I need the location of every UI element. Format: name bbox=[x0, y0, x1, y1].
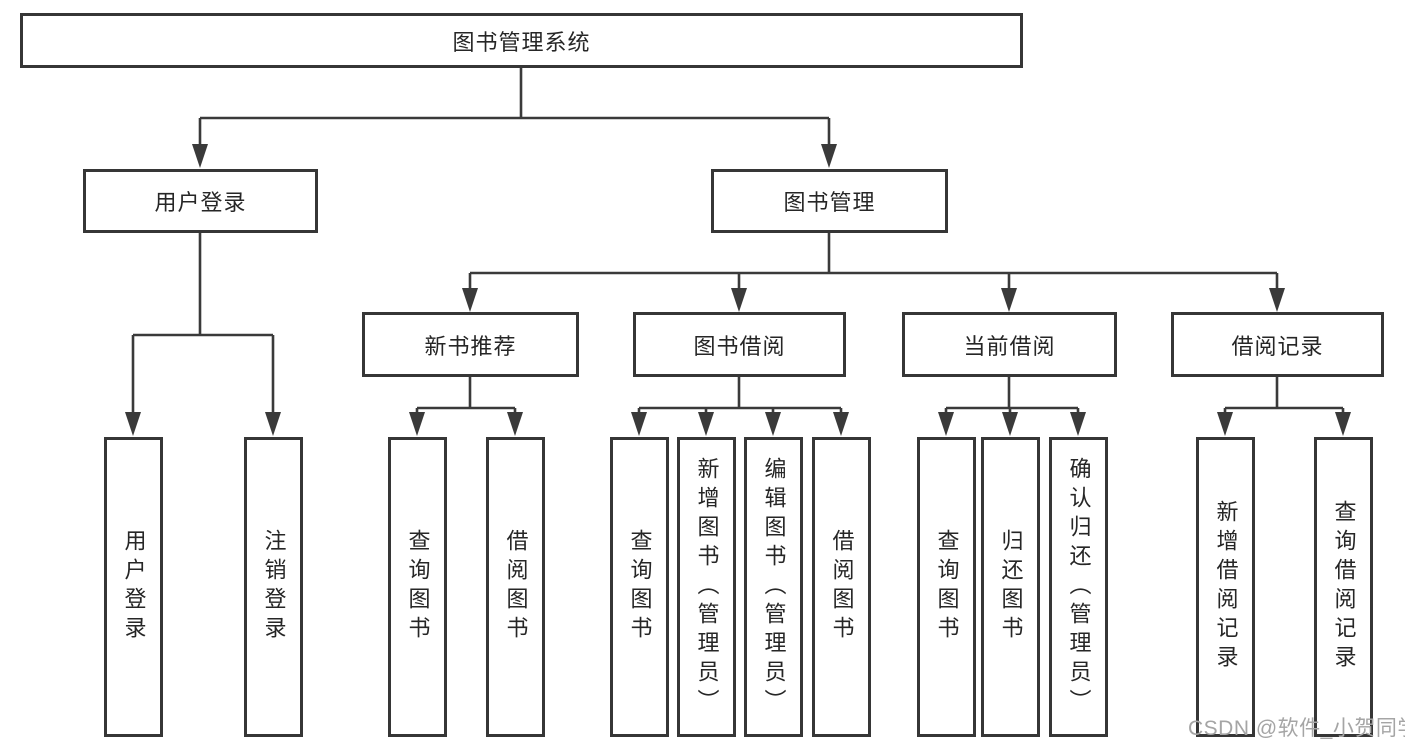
leaf-query-books-borrowing: 查询图书 bbox=[610, 437, 669, 737]
leaf-borrow-books: 借阅图书 bbox=[812, 437, 871, 737]
leaf-confirm-return-admin: 确认归还（管理员） bbox=[1049, 437, 1108, 737]
leaf-query-books-recommend: 查询图书 bbox=[388, 437, 447, 737]
leaf-borrow-books-recommend: 借阅图书 bbox=[486, 437, 545, 737]
leaf-add-book-admin: 新增图书（管理员） bbox=[677, 437, 736, 737]
csdn-watermark: CSDN @软件_小贺同学 bbox=[1188, 717, 1405, 740]
node-book-management: 图书管理 bbox=[711, 169, 948, 233]
node-current-borrowing: 当前借阅 bbox=[902, 312, 1117, 377]
leaf-return-books: 归还图书 bbox=[981, 437, 1040, 737]
leaf-query-borrow-record: 查询借阅记录 bbox=[1314, 437, 1373, 737]
node-borrowing-records: 借阅记录 bbox=[1171, 312, 1384, 377]
leaf-user-login: 用户登录 bbox=[104, 437, 163, 737]
leaf-edit-book-admin: 编辑图书（管理员） bbox=[744, 437, 803, 737]
node-user-login: 用户登录 bbox=[83, 169, 318, 233]
leaf-query-books-current: 查询图书 bbox=[917, 437, 976, 737]
node-new-book-recommendation: 新书推荐 bbox=[362, 312, 579, 377]
leaf-logout-login: 注销登录 bbox=[244, 437, 303, 737]
node-book-borrowing: 图书借阅 bbox=[633, 312, 846, 377]
leaf-add-borrow-record: 新增借阅记录 bbox=[1196, 437, 1255, 737]
node-library-management-system: 图书管理系统 bbox=[20, 13, 1023, 68]
